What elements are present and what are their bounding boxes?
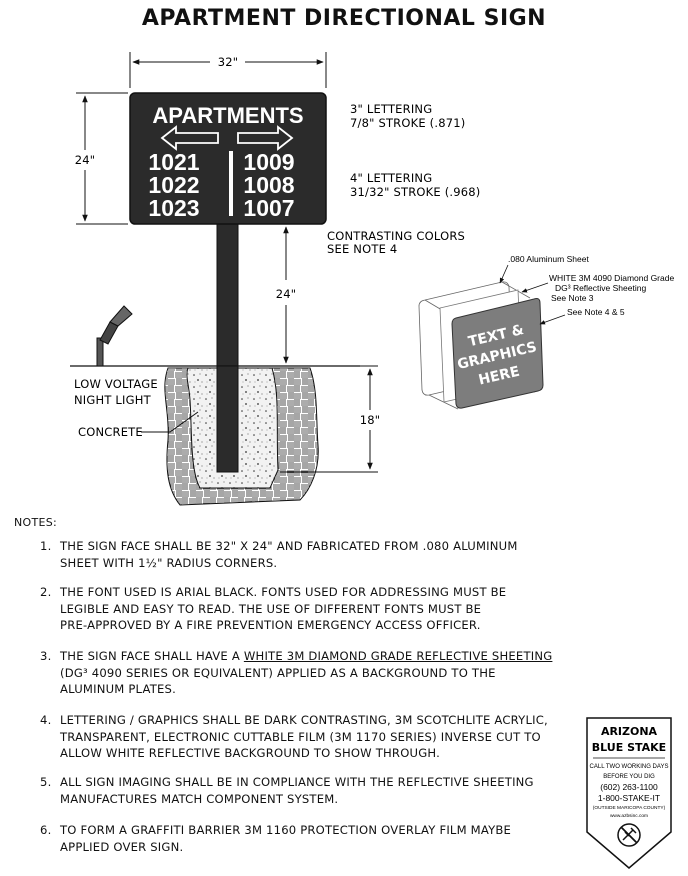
note-4: 4.LETTERING / GRAPHICS SHALL BE DARK CON… [40,713,548,760]
concrete-callout: CONCRETE [78,411,199,439]
blue-stake-badge: ARIZONA BLUE STAKE CALL TWO WORKING DAYS… [586,717,672,869]
height-dimension: 24" [75,92,128,225]
right-arrow-icon [237,125,294,151]
svg-text:CONTRASTING COLORS: CONTRASTING COLORS [327,229,465,243]
blue-stake-title: BLUE STAKE [592,741,666,754]
panel-detail-labels: .080 Aluminum Sheet WHITE 3M 4090 Diamon… [508,254,674,317]
width-dimension: 32" [129,52,327,88]
svg-text:See Note 4 & 5: See Note 4 & 5 [567,307,625,317]
height-label: 24" [75,153,96,167]
clearance-label: 24" [276,287,297,301]
svg-text:31/32" STROKE (.968): 31/32" STROKE (.968) [350,185,481,199]
left-number: 1022 [148,172,199,198]
sign-divider [229,151,233,216]
svg-text:WHITE 3M 4090 Diamond Grade: WHITE 3M 4090 Diamond Grade [549,273,674,283]
night-light-icon [96,305,133,367]
svg-text:See Note 3: See Note 3 [551,293,594,303]
note-3: 3.THE SIGN FACE SHALL HAVE A WHITE 3M DI… [40,649,553,696]
right-number: 1007 [243,195,294,221]
svg-text:4" LETTERING: 4" LETTERING [350,171,432,185]
night-light-label: LOW VOLTAGE NIGHT LIGHT [74,377,158,407]
blue-stake-title: ARIZONA [601,725,658,738]
svg-text:SEE NOTE 4: SEE NOTE 4 [327,242,397,256]
blue-stake-phone: (602) 263-1100 [600,782,658,792]
svg-text:CONCRETE: CONCRETE [78,425,143,439]
page-title: APARTMENT DIRECTIONAL SIGN [141,6,547,31]
svg-text:DG³ Reflective Sheeting: DG³ Reflective Sheeting [555,283,646,293]
embed-label: 18" [360,413,381,427]
clearance-dimension: 24" [276,226,297,364]
svg-text:BEFORE YOU DIG: BEFORE YOU DIG [603,774,655,780]
right-number: 1008 [243,172,294,198]
note-6: 6.TO FORM A GRAFFITI BARRIER 3M 1160 PRO… [40,823,512,854]
svg-text:NIGHT LIGHT: NIGHT LIGHT [74,393,152,407]
right-number: 1009 [243,149,294,175]
note-2: 2.THE FONT USED IS ARIAL BLACK. FONTS US… [40,585,507,632]
svg-text:www.azbsinc.com: www.azbsinc.com [610,813,648,819]
svg-text:3" LETTERING: 3" LETTERING [350,102,432,116]
no-digging-icon [617,823,641,847]
lettering-callouts: 3" LETTERING 7/8" STROKE (.871) 4" LETTE… [327,102,481,256]
panel-detail: TEXT & GRAPHICS HERE [418,264,566,410]
left-number: 1021 [148,149,199,175]
note-5: 5.ALL SIGN IMAGING SHALL BE IN COMPLIANC… [40,775,534,806]
width-label: 32" [218,55,239,69]
note-1: 1.THE SIGN FACE SHALL BE 32" X 24" AND F… [40,539,518,570]
svg-text:LOW VOLTAGE: LOW VOLTAGE [74,377,158,391]
embed-dimension: 18" [280,365,381,473]
blue-stake-tollfree: 1-800-STAKE-IT [598,793,660,803]
sign-drawing: 32" 24" APARTMENTS 1021 1022 1023 1009 1… [70,52,674,506]
left-number: 1023 [148,195,199,221]
svg-text:.080 Aluminum Sheet: .080 Aluminum Sheet [508,254,589,264]
svg-text:(OUTSIDE MARICOPA COUNTY): (OUTSIDE MARICOPA COUNTY) [593,805,666,811]
svg-text:CALL TWO WORKING DAYS: CALL TWO WORKING DAYS [590,764,669,770]
sign-heading: APARTMENTS [152,103,303,128]
post-embedded [216,365,239,473]
notes-heading: NOTES: [14,516,58,529]
left-arrow-icon [160,125,219,151]
reflective-sheeting-emphasis: WHITE 3M DIAMOND GRADE REFLECTIVE SHEETI… [243,649,553,663]
svg-text:7/8" STROKE (.871): 7/8" STROKE (.871) [350,116,465,130]
sign-face: APARTMENTS 1021 1022 1023 1009 1008 1007 [129,92,327,225]
